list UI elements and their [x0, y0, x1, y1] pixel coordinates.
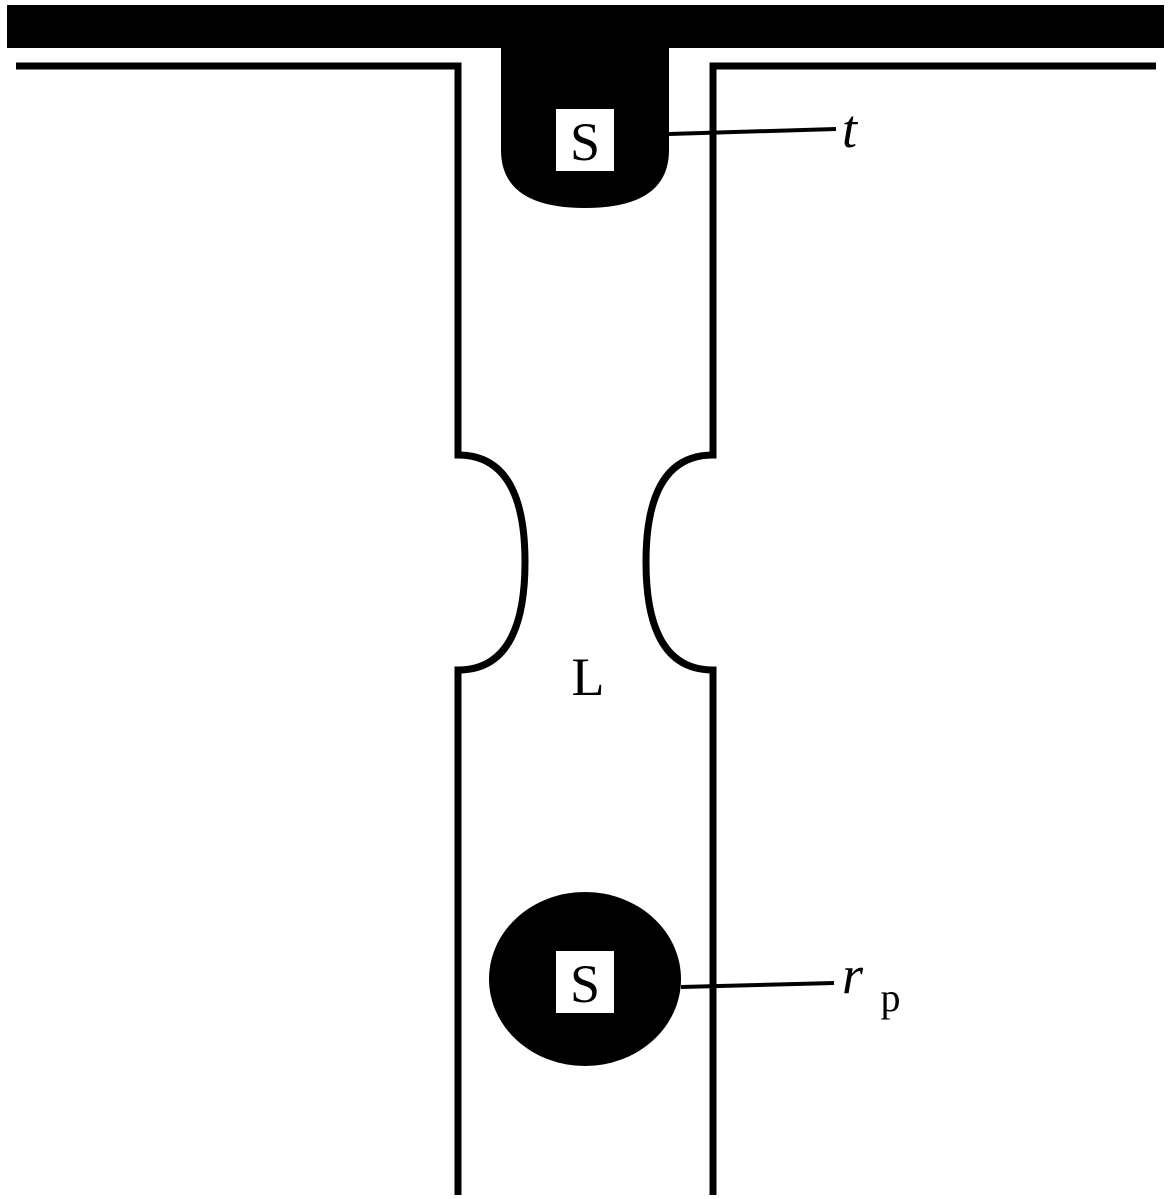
particle-annotation-sub: p: [881, 975, 901, 1020]
right-channel-wall: [642, 62, 1156, 1195]
particle-leader-line: [680, 981, 835, 989]
particle-annotation: r p: [842, 945, 901, 1020]
left-channel-wall: [16, 62, 529, 1195]
tip-annotation: t: [842, 99, 859, 159]
top-phase-label: S: [570, 112, 600, 172]
bottom-phase-label-box: [556, 951, 614, 1013]
tip-leader-line: [668, 127, 837, 136]
bottom-phase-label: S: [570, 954, 600, 1014]
particle-annotation-main: r: [842, 945, 864, 1005]
top-phase-label-box: [556, 109, 614, 171]
liquid-label: L: [572, 647, 605, 707]
